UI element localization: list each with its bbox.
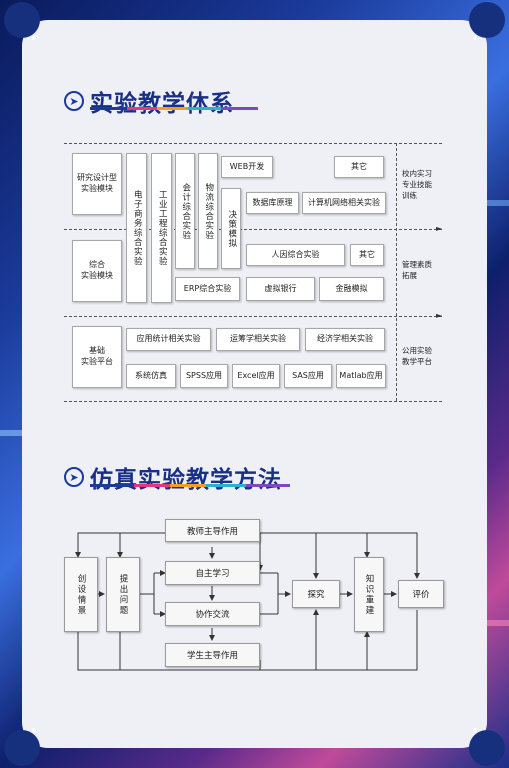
node-scene: 创设情景 (64, 557, 98, 632)
node-question: 提出问题 (106, 557, 140, 632)
arrow-right-icon: ► (436, 311, 443, 320)
arrow-right-icon: ► (436, 224, 443, 233)
section1-underline (90, 107, 258, 110)
side-label-internship: 校内实习 专业技能 训练 (402, 169, 432, 200)
divider-2 (64, 316, 442, 317)
side-label-management: 管理素质 拓展 (402, 260, 432, 280)
box-database: 数据库原理 (246, 192, 299, 214)
divider-1 (64, 229, 442, 230)
box-web: WEB开发 (221, 156, 273, 178)
corner-decoration (469, 730, 505, 766)
box-sim: 系统仿真 (126, 364, 176, 388)
node-explore: 探究 (292, 580, 340, 608)
box-finance: 金融模拟 (319, 277, 384, 301)
divider-top (64, 143, 442, 144)
box-sas: SAS应用 (284, 364, 332, 388)
box-stats: 应用统计相关实验 (126, 328, 211, 351)
node-rebuild: 知识重建 (354, 557, 384, 632)
node-student: 学生主导作用 (165, 643, 260, 667)
box-logistics: 物流综合实验 (198, 153, 218, 269)
chevron-right-icon: ➤ (64, 91, 84, 111)
section1-title: 实验教学体系 (90, 91, 234, 117)
box-industrial: 工业工程综合实验 (151, 153, 172, 303)
corner-decoration (469, 2, 505, 38)
box-excel: Excel应用 (232, 364, 280, 388)
box-other2: 其它 (350, 244, 384, 266)
corner-dot (32, 728, 36, 732)
box-accounting: 会计综合实验 (175, 153, 195, 269)
row-label-comprehensive: 综合 实验模块 (72, 240, 122, 302)
node-evaluate: 评价 (398, 580, 444, 608)
box-spss: SPSS应用 (180, 364, 228, 388)
corner-dot (473, 36, 477, 40)
box-erp: ERP综合实验 (175, 277, 240, 301)
row-label-research: 研究设计型 实验模块 (72, 153, 122, 215)
chevron-right-icon: ➤ (64, 467, 84, 487)
node-teacher: 教师主导作用 (165, 519, 260, 542)
box-ecommerce: 电子商务综合实验 (126, 153, 147, 303)
side-label-platform: 公用实验 教学平台 (402, 346, 432, 366)
section2-heading: ➤ 仿真实验教学方法 (64, 460, 282, 494)
node-self-study: 自主学习 (165, 561, 260, 585)
box-other1: 其它 (334, 156, 384, 178)
box-ops: 运筹学相关实验 (216, 328, 300, 351)
corner-dot (32, 36, 36, 40)
corner-dot (473, 728, 477, 732)
node-cooperation: 协作交流 (165, 602, 260, 626)
box-network: 计算机网络相关实验 (302, 192, 386, 214)
divider-vertical (396, 143, 397, 401)
box-hr: 人因综合实验 (246, 244, 345, 266)
row-label-basic: 基础 实验平台 (72, 326, 122, 388)
section2-title: 仿真实验教学方法 (90, 467, 282, 493)
section2-underline (90, 484, 290, 487)
corner-decoration (4, 2, 40, 38)
box-bank: 虚拟银行 (246, 277, 315, 301)
content-panel: ➤ 实验教学体系 ► ► 研究设计型 实验模块 综合 实验模块 基础 实验平台 … (22, 20, 487, 748)
box-decision: 决策模拟 (221, 188, 241, 269)
section1-heading: ➤ 实验教学体系 (64, 84, 234, 118)
box-econ: 经济学相关实验 (305, 328, 385, 351)
flow-connectors (75, 532, 420, 671)
corner-decoration (4, 730, 40, 766)
divider-bottom (64, 401, 442, 402)
box-matlab: Matlab应用 (336, 364, 386, 388)
